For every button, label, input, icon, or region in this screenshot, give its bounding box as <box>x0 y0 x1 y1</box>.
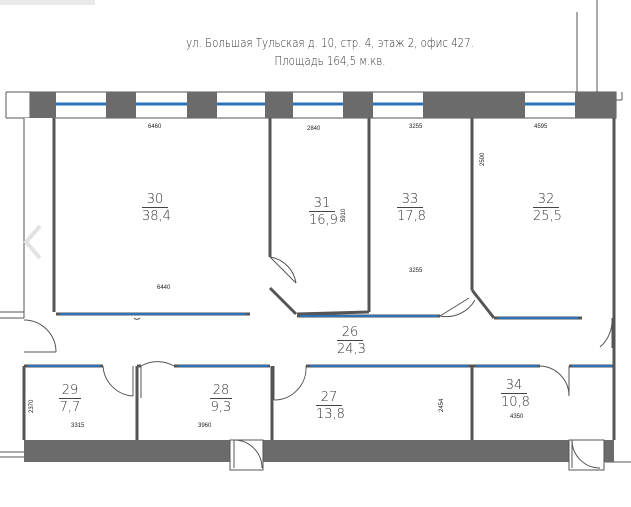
glass-partitions-upper <box>60 313 578 319</box>
dimension-label: 6440 <box>157 285 171 291</box>
doors-lower <box>102 361 601 469</box>
doors-upper <box>23 256 613 353</box>
room-number: 34 <box>505 378 523 393</box>
room-area: 10,8 <box>501 393 530 410</box>
room-31-label: 31 16,9 <box>309 196 338 228</box>
watermark <box>0 0 95 5</box>
room-area: 25,5 <box>533 207 562 224</box>
plan-header: ул. Большая Тульская д. 10, стр. 4, этаж… <box>177 34 483 70</box>
room-area: 16,9 <box>309 211 338 228</box>
room-28-label: 28 9,3 <box>210 383 232 415</box>
room-33-label: 33 17,8 <box>397 192 426 224</box>
room-area: 9,3 <box>210 398 232 415</box>
dimension-label: 2370 <box>29 399 35 413</box>
room-29-label: 29 7,7 <box>59 383 81 415</box>
room-area: 13,8 <box>316 405 345 422</box>
room-number: 32 <box>537 192 555 207</box>
dimension-label: 3255 <box>409 268 423 274</box>
room-number: 33 <box>401 192 419 207</box>
dimension-label: 4350 <box>510 414 524 420</box>
room-number: 29 <box>61 383 79 398</box>
room-area: 7,7 <box>59 398 81 415</box>
bottom-exterior-wall <box>24 439 614 471</box>
room-32-label: 32 25,5 <box>533 192 562 224</box>
dimension-label: 3960 <box>198 423 212 429</box>
room-area: 24,3 <box>337 340 366 357</box>
room-27-label: 27 13,8 <box>316 390 345 422</box>
room-number: 31 <box>313 196 331 211</box>
room-number: 30 <box>146 192 164 207</box>
area-text: Площадь 164,5 м.кв. <box>274 54 386 68</box>
address-text: ул. Большая Тульская д. 10, стр. 4, этаж… <box>186 36 474 50</box>
dimension-label: 4595 <box>534 124 548 130</box>
room-30-label: 30 38,4 <box>142 192 171 224</box>
chevron-left-icon[interactable] <box>20 222 46 262</box>
dimension-label: 2454 <box>439 398 445 412</box>
dimension-label: 3315 <box>71 423 85 429</box>
dimension-label: 5910 <box>341 208 347 222</box>
room-number: 27 <box>320 390 338 405</box>
dimension-label: 2500 <box>480 152 486 166</box>
room-number: 26 <box>341 325 359 340</box>
left-exterior-wall <box>24 118 56 318</box>
room-34-label: 34 10,8 <box>501 378 530 410</box>
room-area: 17,8 <box>397 207 426 224</box>
dimension-label: 3255 <box>409 124 423 130</box>
room-number: 28 <box>212 383 230 398</box>
room-26-label: 26 24,3 <box>337 325 366 357</box>
room-area: 38,4 <box>142 207 171 224</box>
dimension-label: 6460 <box>148 124 162 130</box>
dimension-label: 2840 <box>307 126 321 132</box>
